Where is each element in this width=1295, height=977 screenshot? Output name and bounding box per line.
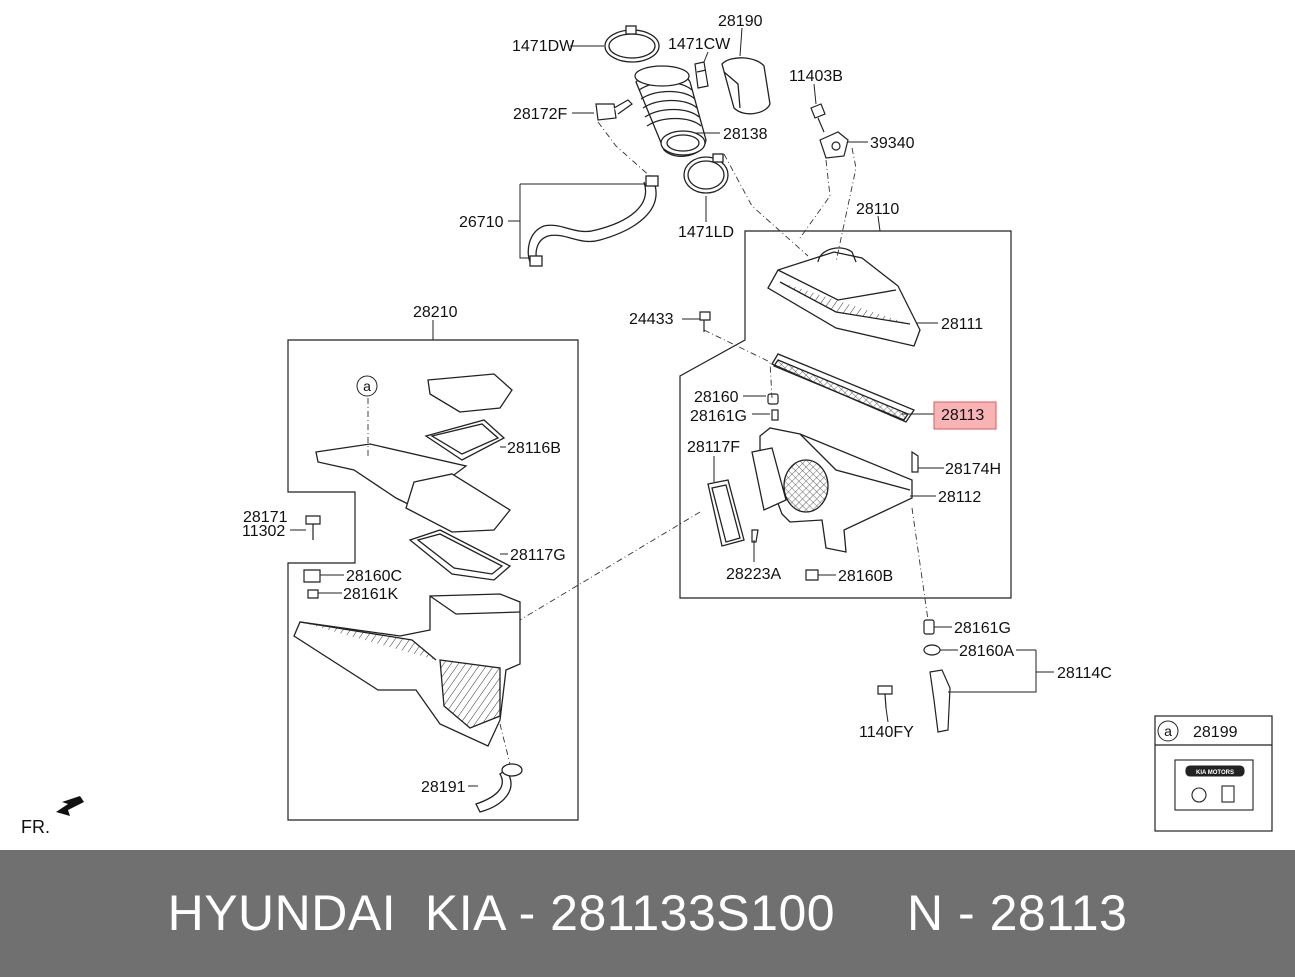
clamp-1471DW: [604, 25, 660, 63]
front-label: FR.: [21, 817, 50, 837]
front-arrow-icon: [56, 796, 84, 816]
label-1471CW: 1471CW: [668, 36, 731, 53]
label-28172F: 28172F: [513, 106, 567, 123]
label-28161G-upper: 28161G: [690, 408, 747, 425]
label-28190: 28190: [718, 13, 763, 30]
cover-28111: [767, 247, 921, 347]
label-28138: 28138: [723, 126, 768, 143]
frame-28110: [679, 230, 1012, 599]
label-28223A: 28223A: [726, 566, 781, 583]
part-number-banner: HYUNDAI KIA - 281133S100 N - 28113: [0, 850, 1295, 977]
label-1471DW: 1471DW: [512, 38, 575, 55]
label-28171: 28171: [243, 509, 288, 526]
label-28160: 28160: [694, 389, 739, 406]
label-11403B: 11403B: [789, 68, 843, 85]
lower-case-28112: [751, 427, 913, 553]
callout-a-right: a: [1164, 723, 1172, 739]
gasket-28117G: [408, 529, 512, 581]
small-parts-right: [699, 311, 919, 581]
label-28161K: 28161K: [343, 586, 398, 603]
label-28199: 28199: [1193, 724, 1238, 741]
bracket-39340: [819, 131, 849, 159]
frame-28199: [1154, 715, 1273, 832]
label-28116B: 28116B: [507, 440, 561, 457]
frame-28210: [287, 339, 579, 821]
filter-28113: [771, 353, 915, 423]
highlight-28113: [933, 401, 997, 430]
label-28191: 28191: [421, 779, 466, 796]
lower-duct: [293, 593, 521, 747]
fitting-28172F: [595, 99, 633, 121]
bolt-11403B: [810, 103, 826, 133]
clip-1471CW: [694, 61, 709, 89]
callout-a-left: a: [363, 378, 371, 394]
label-39340: 39340: [870, 135, 915, 152]
decal-text: KIA MOTORS: [1196, 770, 1234, 776]
label-28117F: 28117F: [687, 439, 740, 456]
label-26710: 26710: [459, 214, 504, 231]
label-28160B: 28160B: [838, 568, 893, 585]
resonator-28190: [721, 57, 771, 115]
label-11302: 11302: [242, 523, 285, 540]
resonator-cover: [427, 373, 513, 413]
label-28210: 28210: [413, 304, 458, 321]
clamp-1471LD: [683, 153, 729, 194]
parts-diagram: KIA MOTORS: [21, 13, 1273, 837]
gasket-28117F: [707, 479, 745, 547]
label-28113: 28113: [941, 407, 984, 424]
small-parts-left: [303, 515, 321, 599]
duct-upper: [315, 443, 511, 533]
label-28114C: 28114C: [1057, 665, 1112, 682]
label-28174H: 28174H: [945, 461, 1001, 478]
part-number-text: HYUNDAI KIA - 281133S100 N - 28113: [167, 885, 1128, 941]
label-28111: 28111: [941, 316, 983, 333]
label-28160A: 28160A: [959, 643, 1014, 660]
label-28110: 28110: [856, 201, 899, 218]
label-24433: 24433: [629, 311, 674, 328]
intake-hose-28138: [634, 65, 707, 157]
breather-hose-26710: [527, 175, 659, 267]
drain-hose-28191: [475, 763, 523, 813]
label-28160C: 28160C: [346, 568, 402, 585]
gasket-28116B: [424, 419, 506, 461]
label-28117G: 28117G: [510, 547, 566, 564]
label-28112: 28112: [938, 489, 981, 506]
label-1471LD: 1471LD: [678, 224, 734, 241]
decal-28199: [1174, 759, 1254, 811]
label-28161G-lower: 28161G: [954, 620, 1011, 637]
bracket-28114C: [877, 619, 951, 733]
label-1140FY: 1140FY: [859, 724, 914, 741]
